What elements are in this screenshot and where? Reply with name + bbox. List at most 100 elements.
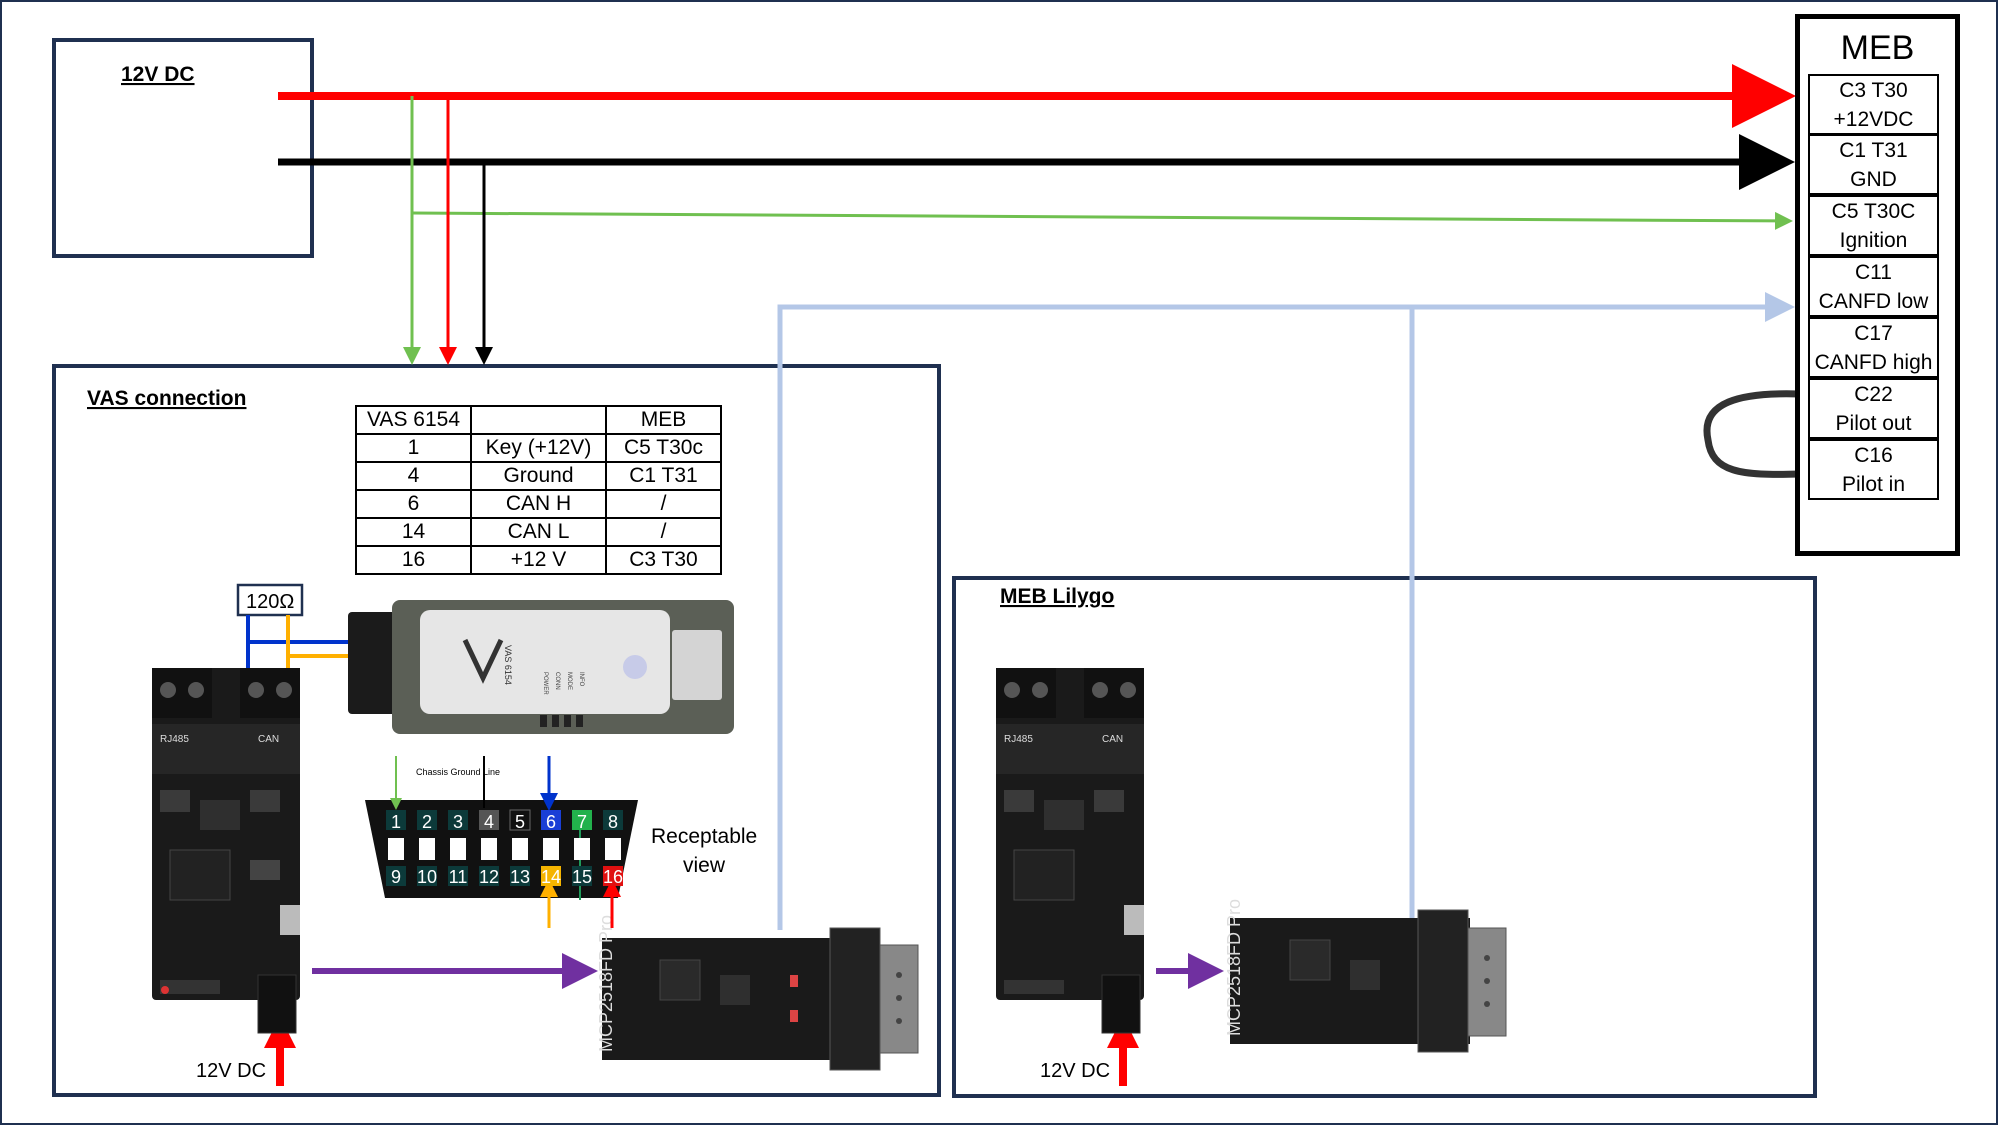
lilygo-board-can-label: CAN bbox=[1102, 734, 1123, 745]
vas-table-cell: Key (+12V) bbox=[470, 433, 607, 463]
vas-table-cell: C3 T30 bbox=[605, 545, 722, 575]
vas-table-row: 6 CAN H / bbox=[355, 489, 722, 519]
vas-table-cell: 16 bbox=[355, 545, 472, 575]
meb-pin-label: C11 bbox=[1855, 261, 1892, 284]
obd-pin-15: 15 bbox=[572, 867, 592, 887]
vas-connection-box bbox=[52, 364, 941, 1097]
vas-table-cell: C1 T31 bbox=[605, 461, 722, 491]
lilygo-section-label: MEB Lilygo bbox=[1000, 585, 1114, 608]
lilygo-can-module: MCP2518FD Pro bbox=[1224, 899, 1507, 1053]
vas-section-label: VAS connection bbox=[87, 387, 246, 410]
meb-pin-c1: C1 T31 GND bbox=[1808, 134, 1939, 195]
can-h-resistor-wire bbox=[246, 615, 348, 644]
wire-ignition bbox=[411, 211, 1793, 230]
vas-led-power: POWER bbox=[542, 672, 548, 695]
receptable-label-line1: Receptable bbox=[651, 825, 757, 848]
obd-pin-3: 3 bbox=[453, 812, 463, 832]
meb-pin-function: Pilot out bbox=[1835, 412, 1912, 435]
vas-table-row: 14 CAN L / bbox=[355, 517, 722, 547]
meb-pin-function: +12VDC bbox=[1833, 108, 1914, 131]
vas-table-cell: 6 bbox=[355, 489, 472, 519]
obd-pin-6: 6 bbox=[546, 812, 556, 832]
resistor-label: 120Ω bbox=[246, 591, 294, 613]
obd-pin-14: 14 bbox=[541, 867, 561, 887]
meb-pin-label: C5 T30C bbox=[1831, 200, 1916, 223]
vas-led-mode: MODE bbox=[566, 672, 572, 690]
meb-pin-function: Pilot in bbox=[1841, 473, 1906, 496]
vas-pin-table: VAS 6154 MEB 1 Key (+12V) C5 T30c 4 Grou… bbox=[355, 405, 722, 575]
obd-pin-7: 7 bbox=[577, 812, 587, 832]
obd-pin-9: 9 bbox=[391, 867, 401, 887]
obd-pin-10: 10 bbox=[417, 867, 437, 887]
meb-pin-c5: C5 T30C Ignition bbox=[1808, 195, 1939, 256]
vas-table-cell: CAN H bbox=[470, 489, 607, 519]
chassis-ground-label: Chassis Ground Line bbox=[416, 767, 500, 777]
vas-table-cell: +12 V bbox=[470, 545, 607, 575]
vas-led-conn: CONN bbox=[554, 672, 560, 690]
meb-pin-function: GND bbox=[1850, 168, 1897, 191]
obd-pin-4: 4 bbox=[484, 812, 494, 832]
obd-pin-8: 8 bbox=[608, 812, 618, 832]
meb-pin-label: C1 T31 bbox=[1839, 139, 1908, 162]
vas-board-rs485-label: RJ485 bbox=[160, 734, 189, 745]
meb-pin-label: C16 bbox=[1854, 444, 1893, 467]
can-l-resistor-wire bbox=[286, 615, 348, 658]
meb-title: MEB bbox=[1840, 29, 1915, 67]
lilygo-module-name: MCP2518FD Pro bbox=[1224, 899, 1244, 1036]
power-box-label: 12V DC bbox=[121, 63, 195, 86]
lilygo-board-rs485-label: RJ485 bbox=[1004, 734, 1033, 745]
vas-6154-device: VAS 6154 POWER CONN MODE INFO bbox=[348, 600, 734, 734]
vas-led-info: INFO bbox=[578, 672, 584, 687]
vas-module-name: MCP2518FD Pro bbox=[596, 915, 616, 1052]
receptable-label-line2: view bbox=[683, 854, 726, 877]
vas-table-row: 4 Ground C1 T31 bbox=[355, 461, 722, 491]
meb-pin-c17: C17 CANFD high bbox=[1808, 317, 1939, 378]
meb-pin-c16: C16 Pilot in bbox=[1808, 439, 1939, 500]
obd-pin-13: 13 bbox=[510, 867, 530, 887]
pilot-loop-wire bbox=[1703, 390, 1801, 478]
vas-device-name: VAS 6154 bbox=[503, 645, 513, 685]
vas-lilygo-board: RJ485 CAN bbox=[152, 668, 300, 1034]
obd-pin-5: 5 bbox=[515, 812, 525, 832]
meb-connector: MEB C3 T30 +12VDC C1 T31 GND C5 T30C Ign… bbox=[1795, 14, 1960, 556]
resistor-box bbox=[236, 583, 304, 617]
meb-pin-c3: C3 T30 +12VDC bbox=[1808, 74, 1939, 135]
meb-pin-label: C3 T30 bbox=[1839, 79, 1908, 102]
meb-pin-label: C22 bbox=[1854, 383, 1893, 406]
obd-pin-11: 11 bbox=[449, 867, 468, 887]
meb-lilygo-box bbox=[952, 576, 1817, 1098]
vas-supply-label: 12V DC bbox=[196, 1060, 266, 1082]
vas-table-header-row: VAS 6154 MEB bbox=[355, 405, 722, 435]
vas-table-header: MEB bbox=[605, 405, 722, 435]
can-bus-wire bbox=[777, 292, 1795, 930]
vas-board-can-label: CAN bbox=[258, 734, 279, 745]
meb-pin-c22: C22 Pilot out bbox=[1808, 378, 1939, 439]
obd-pin-2: 2 bbox=[422, 812, 432, 832]
vas-table-cell: 1 bbox=[355, 433, 472, 463]
meb-pin-function: Ignition bbox=[1839, 229, 1908, 252]
vas-table-cell: / bbox=[605, 517, 722, 547]
vas-can-module: MCP2518FD Pro bbox=[596, 915, 919, 1071]
vas-table-cell: 4 bbox=[355, 461, 472, 491]
obd-connector: Chassis Ground Line 1 2 3 4 5 6 7 8 bbox=[365, 756, 638, 928]
vas-table-cell: CAN L bbox=[470, 517, 607, 547]
vas-table-cell: C5 T30c bbox=[605, 433, 722, 463]
vas-table-header: VAS 6154 bbox=[355, 405, 472, 435]
power-supply-box bbox=[52, 38, 314, 258]
meb-lilygo-board: RJ485 CAN bbox=[996, 668, 1144, 1034]
lilygo-supply-label: 12V DC bbox=[1040, 1060, 1110, 1082]
vas-table-header bbox=[470, 405, 607, 435]
meb-pin-function: CANFD low bbox=[1818, 290, 1929, 313]
obd-pin-1: 1 bbox=[391, 812, 401, 832]
obd-pin-12: 12 bbox=[479, 867, 499, 887]
meb-pin-label: C17 bbox=[1854, 322, 1893, 345]
vas-table-cell: Ground bbox=[470, 461, 607, 491]
obd-pin-16: 16 bbox=[603, 867, 623, 887]
meb-pin-function: CANFD high bbox=[1814, 351, 1933, 374]
vas-table-cell: / bbox=[605, 489, 722, 519]
meb-pin-c11: C11 CANFD low bbox=[1808, 256, 1939, 317]
vas-table-row: 16 +12 V C3 T30 bbox=[355, 545, 722, 575]
vas-table-cell: 14 bbox=[355, 517, 472, 547]
